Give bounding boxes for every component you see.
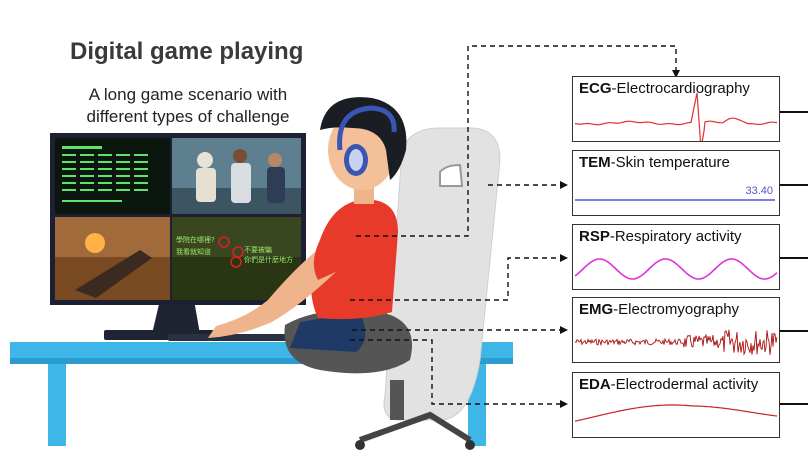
signal-label: TEM-Skin temperature	[579, 154, 730, 171]
svg-text:你們是什麼地方: 你們是什麼地方	[244, 255, 293, 264]
connector-eda	[350, 339, 560, 405]
signal-panel-rsp: RSP-Respiratory activity	[572, 224, 780, 290]
subtitle-line: A long game scenario with	[88, 85, 288, 104]
subtitle-line: different types of challenge	[86, 107, 290, 126]
chair-wheel	[355, 440, 365, 450]
dialogue-text: 學院在哪裡?	[176, 235, 215, 244]
signal-label: EDA-Electrodermal activity	[579, 376, 759, 393]
emg-trace	[574, 329, 778, 356]
highlight-circle	[230, 256, 242, 268]
ecg-waveform	[574, 92, 777, 141]
connector-arrowheads	[560, 70, 680, 408]
svg-text:不要被騙: 不要被騙	[244, 245, 272, 254]
page-subtitle: A long game scenario with different type…	[68, 84, 308, 128]
character-figure	[233, 149, 247, 163]
svg-text:我看就知道: 我看就知道	[176, 247, 211, 256]
desk-leg-left	[48, 364, 66, 446]
signal-label: RSP-Respiratory activity	[579, 228, 742, 245]
signal-label: EMG-Electromyography	[579, 301, 740, 318]
dialogue-text: 不要被騙	[244, 245, 272, 254]
chair-base	[358, 411, 472, 443]
terminal-text	[62, 146, 148, 202]
person-arm	[208, 240, 338, 338]
chair-handle	[439, 163, 464, 187]
signal-panel-tem: TEM-Skin temperature 33.40	[572, 150, 780, 216]
person-torso	[311, 199, 398, 320]
character-figure	[197, 152, 213, 168]
signal-label: ECG-Electrocardiography	[579, 80, 750, 97]
keyboard	[168, 334, 288, 341]
temperature-value: 33.40	[745, 185, 773, 197]
eda-waveform	[574, 404, 778, 422]
tem-waveform	[575, 199, 775, 201]
svg-text:學院在哪裡?: 學院在哪裡?	[176, 235, 215, 244]
signal-panel-eda: EDA-Electrodermal activity	[572, 372, 780, 438]
monitor-stand	[152, 300, 200, 334]
character-figure	[268, 153, 282, 167]
person-legs	[290, 312, 366, 352]
headphones-band	[337, 105, 397, 151]
signal-panel-emg: EMG-Electromyography	[572, 297, 780, 363]
gun	[75, 250, 152, 298]
signal-connectors	[350, 45, 677, 405]
chair-wheel	[465, 440, 475, 450]
dialogue-text: 我看就知道	[176, 247, 211, 256]
muzzle-flash	[85, 233, 105, 253]
person-sleeve	[313, 236, 342, 280]
ecg-trace	[574, 92, 777, 141]
desk-edge	[10, 358, 513, 364]
rsp-waveform	[574, 258, 778, 280]
output-lines	[778, 111, 808, 405]
connector-rsp	[350, 257, 560, 301]
rsp-trace	[574, 258, 778, 280]
connector-ecg	[356, 45, 677, 237]
signal-panel-ecg: ECG-Electrocardiography	[572, 76, 780, 142]
person-hair	[320, 97, 407, 180]
eda-trace	[574, 404, 778, 422]
page-title: Digital game playing	[70, 38, 304, 65]
dialogue-text: 你們是什麼地方	[244, 255, 293, 264]
chair-pole	[390, 380, 404, 420]
emg-waveform	[574, 329, 778, 356]
highlight-circle	[218, 236, 230, 248]
